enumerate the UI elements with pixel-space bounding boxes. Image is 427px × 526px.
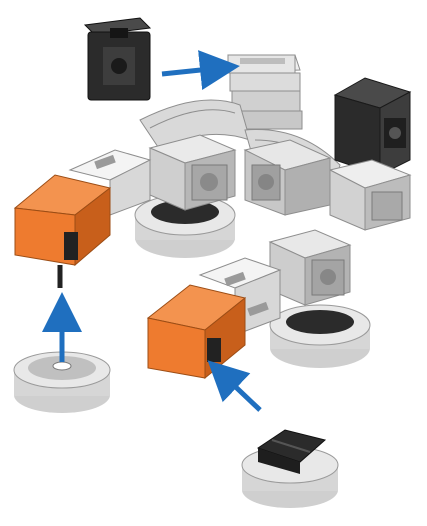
orange-block-left [13,174,112,288]
right-light-cubes [328,159,412,231]
round-base-left [13,351,111,413]
center-right-cube [243,139,332,216]
lower-cube-a [268,229,352,306]
arrow-block-to-stack [161,50,240,90]
base-under-right [269,304,371,368]
center-cube [148,134,237,211]
lower-connector [198,257,282,336]
round-base-right [241,429,339,508]
top-stacked-block [227,54,303,130]
black-connector-block [83,17,152,101]
arrow-clip-to-orange-right [207,360,262,412]
base-under-center [134,194,236,258]
arc-segment-upper [139,99,251,151]
black-tall-block [333,77,412,176]
white-connector-left [68,149,152,216]
orange-block-right [146,284,247,380]
